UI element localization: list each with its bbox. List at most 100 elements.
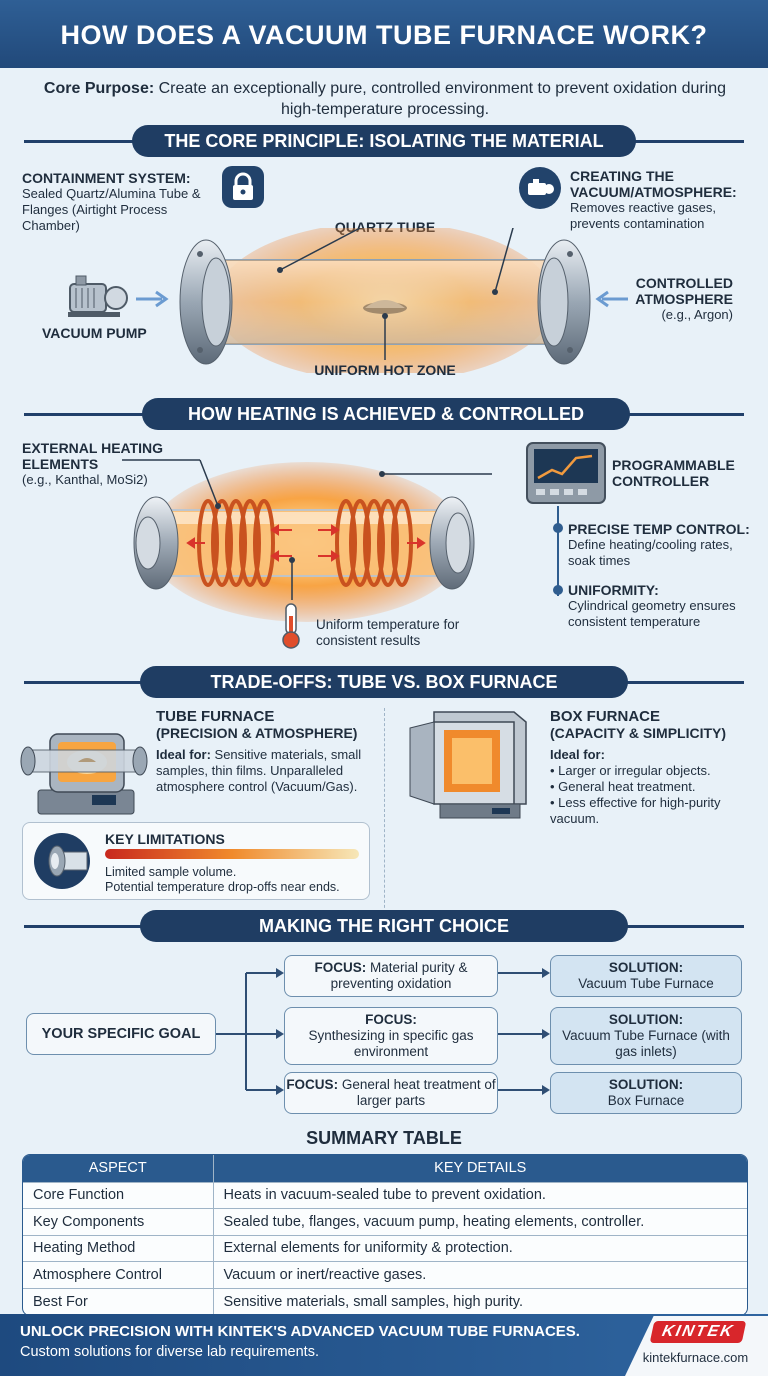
website-link[interactable]: kintekfurnace.com xyxy=(642,1350,749,1365)
vacuum-pump-badge-icon xyxy=(518,166,562,215)
controlled-atmosphere-title: CONTROLLED ATMOSPHERE xyxy=(635,275,733,307)
tube-furnace-icon xyxy=(20,712,148,825)
table-cell: Vacuum or inert/reactive gases. xyxy=(213,1261,747,1288)
heating-elements-label: EXTERNAL HEATING ELEMENTS (e.g., Kanthal… xyxy=(22,440,212,488)
tube-furnace-subtitle: (PRECISION & ATMOSPHERE) xyxy=(156,725,358,741)
table-header-details: KEY DETAILS xyxy=(213,1155,747,1182)
tube-ideal-text: Sensitive materials, small samples, thin… xyxy=(156,747,362,794)
quartz-tube-diagram xyxy=(160,202,610,382)
focus-text: General heat treatment of larger parts xyxy=(341,1077,496,1108)
temperature-gradient-bar xyxy=(105,849,359,859)
vacuum-text: Removes reactive gases, prevents contami… xyxy=(570,200,716,231)
programmable-controller-label: PROGRAMMABLE CONTROLLER xyxy=(612,457,735,489)
vacuum-title: CREATING THE VACUUM/ATMOSPHERE: xyxy=(570,168,737,200)
timeline-connector xyxy=(552,506,564,601)
solution-box-box: SOLUTION: Box Furnace xyxy=(550,1072,742,1114)
programmable-controller-icon xyxy=(526,442,606,509)
table-cell: Heating Method xyxy=(23,1234,214,1262)
table-cell: Heats in vacuum-sealed tube to prevent o… xyxy=(213,1181,747,1209)
table-cell: External elements for uniformity & prote… xyxy=(213,1234,747,1262)
tube-ideal-label: Ideal for: xyxy=(156,747,211,762)
section-title-tradeoffs: TRADE-OFFS: TUBE VS. BOX FURNACE xyxy=(140,666,628,698)
controlled-atmosphere-text: (e.g., Argon) xyxy=(661,307,733,322)
footer-headline: UNLOCK PRECISION WITH KINTEK'S ADVANCED … xyxy=(20,1323,580,1340)
core-purpose: Core Purpose: Create an exceptionally pu… xyxy=(40,78,730,120)
section-title-core-principle: THE CORE PRINCIPLE: ISOLATING THE MATERI… xyxy=(132,125,636,157)
uniformity-text: Cylindrical geometry ensures consistent … xyxy=(568,598,736,629)
uniformity-title: UNIFORMITY: xyxy=(568,582,659,598)
solution-text: Box Furnace xyxy=(607,1093,685,1108)
table-cell: Sensitive materials, small samples, high… xyxy=(213,1287,747,1315)
key-limitations-text: Limited sample volume. Potential tempera… xyxy=(105,865,340,895)
focus-text: Material purity & preventing oxidation xyxy=(330,960,468,991)
box-furnace-subtitle: (CAPACITY & SIMPLICITY) xyxy=(550,725,727,741)
heated-tube-diagram xyxy=(122,440,526,655)
solution-text: Vacuum Tube Furnace xyxy=(578,976,714,991)
uniformity-block: UNIFORMITY: Cylindrical geometry ensures… xyxy=(568,582,738,630)
table-cell: Sealed tube, flanges, vacuum pump, heati… xyxy=(213,1208,747,1235)
uniform-hot-zone-label: UNIFORM HOT ZONE xyxy=(314,362,456,378)
focus-label: FOCUS: xyxy=(365,1012,417,1027)
controlled-atmosphere-label: CONTROLLED ATMOSPHERE (e.g., Argon) xyxy=(618,275,733,323)
key-limitations-title: KEY LIMITATIONS xyxy=(105,831,225,847)
containment-text: Sealed Quartz/Alumina Tube & Flanges (Ai… xyxy=(22,186,201,233)
table-cell: Key Components xyxy=(23,1208,214,1235)
tube-furnace-title: TUBE FURNACE xyxy=(156,708,275,725)
creating-vacuum-label: CREATING THE VACUUM/ATMOSPHERE: Removes … xyxy=(570,168,760,232)
box-item: • Less effective for high-purity vacuum. xyxy=(550,795,721,826)
kintek-logo: KINTEK xyxy=(649,1321,747,1343)
table-cell: Best For xyxy=(23,1287,214,1315)
precise-temp-text: Define heating/cooling rates, soak times xyxy=(568,537,733,568)
summary-table-title: SUMMARY TABLE xyxy=(306,1128,462,1148)
focus-box-purity: FOCUS: Material purity & preventing oxid… xyxy=(284,955,498,997)
containment-title: CONTAINMENT SYSTEM: xyxy=(22,170,191,186)
tube-furnace-block: TUBE FURNACE (PRECISION & ATMOSPHERE) Id… xyxy=(156,709,376,795)
decision-connectors xyxy=(0,950,768,1125)
focus-text: Synthesizing in specific gas environment xyxy=(308,1028,474,1059)
table-header-aspect: ASPECT xyxy=(23,1155,214,1182)
box-furnace-title: BOX FURNACE xyxy=(550,708,661,725)
solution-box-vacuum: SOLUTION: Vacuum Tube Furnace xyxy=(550,955,742,997)
footer-subline: Custom solutions for diverse lab require… xyxy=(20,1344,319,1360)
vacuum-pump-icon xyxy=(66,272,130,325)
solution-label: SOLUTION: xyxy=(608,1077,684,1092)
focus-label: FOCUS: xyxy=(314,960,367,975)
limitation-item: Limited sample volume. xyxy=(105,865,237,879)
lock-icon xyxy=(220,164,266,215)
precise-temp-control: PRECISE TEMP CONTROL: Define heating/coo… xyxy=(568,521,758,569)
your-specific-goal: YOUR SPECIFIC GOAL xyxy=(26,1013,216,1055)
section-title-heating: HOW HEATING IS ACHIEVED & CONTROLLED xyxy=(142,398,630,430)
core-purpose-label: Core Purpose: xyxy=(43,80,155,97)
core-purpose-text: Create an exceptionally pure, controlled… xyxy=(158,80,727,118)
heating-elements-text: (e.g., Kanthal, MoSi2) xyxy=(22,472,148,487)
section-title-right-choice: MAKING THE RIGHT CHOICE xyxy=(140,910,628,942)
solution-label: SOLUTION: xyxy=(608,1012,684,1027)
tube-end-icon xyxy=(33,832,91,895)
vacuum-pump-label: VACUUM PUMP xyxy=(42,325,147,341)
arrow-right-icon xyxy=(136,290,172,313)
page-title: HOW DOES A VACUUM TUBE FURNACE WORK? xyxy=(0,0,768,68)
table-cell: Atmosphere Control xyxy=(23,1261,214,1288)
precise-temp-title: PRECISE TEMP CONTROL: xyxy=(568,521,750,537)
table-cell: Core Function xyxy=(23,1181,214,1209)
key-limitations-card: KEY LIMITATIONS Limited sample volume. P… xyxy=(22,822,370,900)
solution-text: Vacuum Tube Furnace (with gas inlets) xyxy=(562,1028,730,1059)
arrow-left-icon xyxy=(592,290,628,313)
box-furnace-icon xyxy=(400,700,530,835)
uniform-temperature-note: Uniform temperature for consistent resul… xyxy=(316,617,460,648)
box-item: • Larger or irregular objects. xyxy=(550,763,711,778)
column-divider xyxy=(384,708,385,918)
focus-box-general: FOCUS: General heat treatment of larger … xyxy=(284,1072,498,1114)
box-furnace-block: BOX FURNACE (CAPACITY & SIMPLICITY) Idea… xyxy=(550,709,765,827)
focus-label: FOCUS: xyxy=(286,1077,339,1092)
containment-system-label: CONTAINMENT SYSTEM: Sealed Quartz/Alumin… xyxy=(22,170,212,234)
focus-box-gas: FOCUS: Synthesizing in specific gas envi… xyxy=(284,1007,498,1065)
heating-elements-title: EXTERNAL HEATING ELEMENTS xyxy=(22,440,164,472)
solution-box-gas: SOLUTION: Vacuum Tube Furnace (with gas … xyxy=(550,1007,742,1065)
